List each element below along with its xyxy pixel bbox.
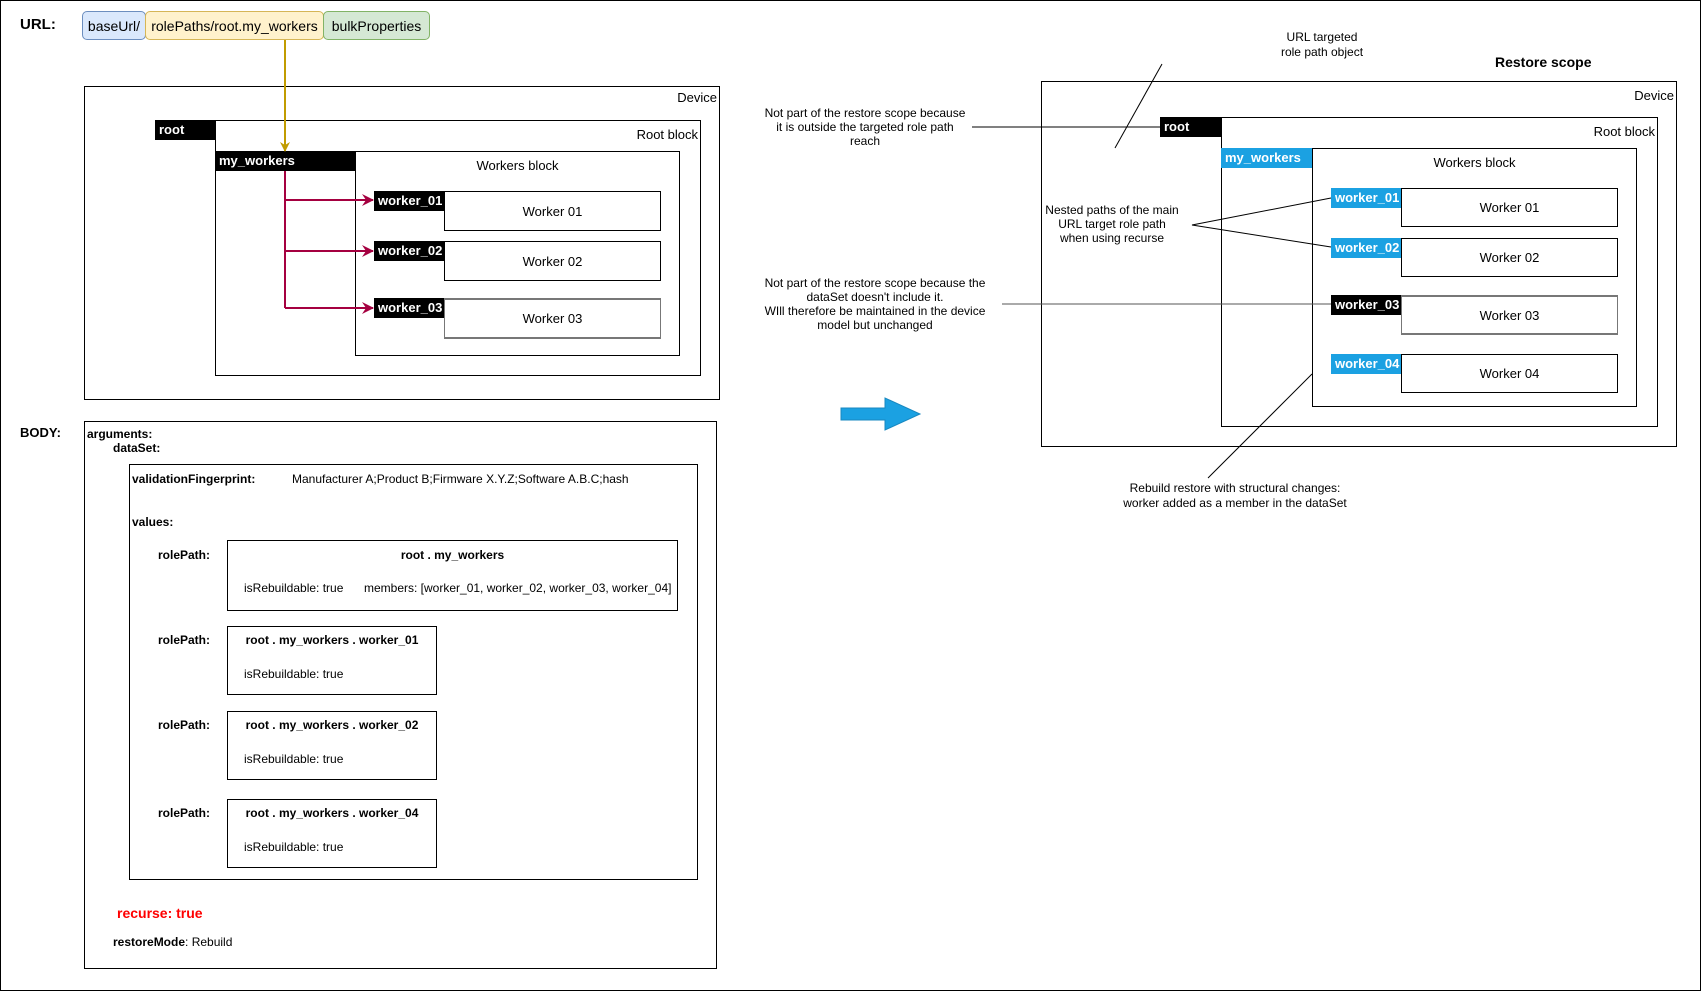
dataset-label: dataSet:: [113, 441, 161, 455]
restore-mode-key: restoreMode: [113, 935, 186, 949]
right-my-workers-tag: my_workers: [1221, 148, 1312, 168]
url-segment-rolepaths: rolePaths/root.my_workers: [145, 11, 324, 40]
note-line: Not part of the restore scope because: [764, 106, 966, 120]
note-line: Rebuild restore with structural changes:: [1129, 481, 1341, 495]
right-worker-02-tag: worker_02: [1331, 238, 1401, 258]
url-segment-text: rolePaths/root.my_workers: [151, 17, 318, 34]
url-segment-text: bulkProperties: [331, 17, 422, 34]
is-rebuildable: isRebuildable: true: [244, 840, 344, 854]
worker-name: Worker 02: [522, 253, 583, 269]
left-worker-03-tag: worker_03: [374, 298, 444, 318]
restore-scope-title: Restore scope: [1495, 54, 1592, 70]
note-line: worker added as a member in the dataSet: [1123, 496, 1347, 510]
fingerprint-key: validationFingerprint:: [132, 472, 256, 486]
rolepath-key: rolePath:: [158, 633, 211, 647]
url-segment-bulkproperties: bulkProperties: [323, 11, 430, 40]
left-worker-03-box: Worker 03: [444, 298, 661, 339]
note-line: it is outside the targeted role path: [776, 120, 954, 134]
rolepath-box-worker-01: root . my_workers . worker_01 isRebuilda…: [227, 626, 437, 695]
root-block-label: Root block: [636, 127, 698, 142]
left-worker-01-box: Worker 01: [444, 191, 661, 231]
worker-name: Worker 02: [1479, 250, 1540, 265]
rolepath-key: rolePath:: [158, 806, 211, 820]
rolepath-value: root . my_workers: [400, 548, 505, 562]
left-worker-02-tag: worker_02: [374, 241, 444, 261]
note-nested-paths: Nested paths of the main URL target role…: [1037, 203, 1187, 245]
device-label: Device: [1634, 88, 1674, 103]
is-rebuildable: isRebuildable: true: [244, 752, 344, 766]
restore-mode-value: : Rebuild: [185, 935, 233, 949]
worker-name: Worker 01: [522, 203, 583, 219]
url-segment-baseurl: baseUrl/: [82, 11, 146, 40]
rolepath-box-my-workers: root . my_workers isRebuildable: true me…: [227, 540, 678, 611]
note-line: Nested paths of the main: [1045, 203, 1179, 217]
right-root-tag: root: [1160, 117, 1221, 137]
workers-block-label: Workers block: [476, 158, 559, 173]
left-root-tag: root: [155, 120, 215, 140]
note-line: Not part of the restore scope because th…: [764, 276, 986, 290]
right-worker-04-box: Worker 04: [1401, 354, 1618, 393]
note-rebuild: Rebuild restore with structural changes:…: [1105, 481, 1365, 511]
left-worker-02-box: Worker 02: [444, 241, 661, 281]
note-not-in-dataset: Not part of the restore scope because th…: [745, 276, 1005, 332]
right-worker-03-tag: worker_03: [1331, 295, 1401, 315]
left-worker-01-tag: worker_01: [374, 191, 444, 211]
body-label: BODY:: [20, 425, 61, 440]
note-url-target: URL targeted role path object: [1262, 30, 1382, 60]
note-line: URL targeted: [1286, 30, 1358, 44]
right-worker-01-box: Worker 01: [1401, 188, 1618, 227]
recurse-flag: recurse: true: [117, 905, 203, 921]
workers-block-label: Workers block: [1433, 155, 1516, 170]
right-worker-02-box: Worker 02: [1401, 238, 1618, 277]
note-line: reach: [849, 134, 881, 148]
arguments-label: arguments:: [87, 427, 153, 441]
right-worker-04-tag: worker_04: [1331, 354, 1401, 374]
note-outside-scope: Not part of the restore scope because it…: [745, 106, 985, 148]
right-worker-03-box: Worker 03: [1401, 295, 1618, 335]
note-line: model but unchanged: [817, 318, 933, 332]
device-label: Device: [677, 90, 717, 105]
rolepath-key: rolePath:: [158, 718, 211, 732]
worker-name: Worker 04: [1479, 366, 1540, 381]
url-segment-text: baseUrl/: [87, 17, 141, 34]
is-rebuildable: isRebuildable: true: [244, 667, 344, 681]
left-my-workers-tag: my_workers: [215, 151, 355, 171]
rolepath-value: root . my_workers . worker_04: [245, 806, 419, 820]
right-worker-01-tag: worker_01: [1331, 188, 1401, 208]
root-block-label: Root block: [1593, 124, 1655, 139]
rolepath-key: rolePath:: [158, 548, 211, 562]
rolepath-box-worker-02: root . my_workers . worker_02 isRebuilda…: [227, 711, 437, 780]
note-line: dataSet doesn't include it.: [806, 290, 944, 304]
url-label: URL:: [20, 16, 56, 33]
rolepath-value: root . my_workers . worker_01: [245, 633, 419, 647]
members: members: [worker_01, worker_02, worker_0…: [364, 581, 672, 595]
worker-name: Worker 03: [522, 311, 583, 326]
worker-name: Worker 01: [1479, 200, 1540, 215]
rolepath-value: root . my_workers . worker_02: [245, 718, 419, 732]
values-label: values:: [132, 515, 174, 529]
note-line: WIll therefore be maintained in the devi…: [764, 304, 986, 318]
is-rebuildable: isRebuildable: true: [244, 581, 344, 595]
note-line: when using recurse: [1059, 231, 1165, 245]
worker-name: Worker 03: [1479, 307, 1540, 323]
fingerprint-value: Manufacturer A;Product B;Firmware X.Y.Z;…: [292, 472, 629, 486]
note-line: URL target role path: [1058, 217, 1166, 231]
rolepath-box-worker-04: root . my_workers . worker_04 isRebuilda…: [227, 799, 437, 868]
note-line: role path object: [1280, 45, 1364, 59]
